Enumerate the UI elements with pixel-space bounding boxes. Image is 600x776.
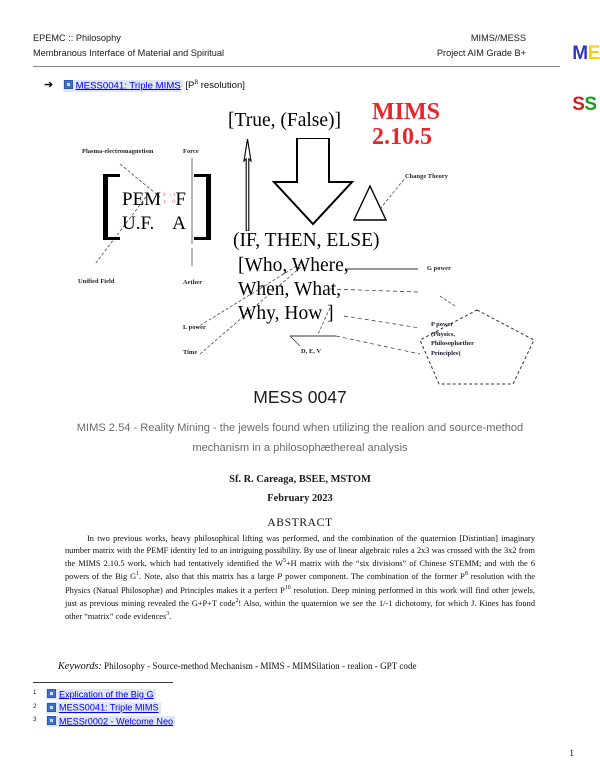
header-right-block: MIMS//MESS Project AIM Grade B+ [437,31,526,61]
matrix-quaternion-numbers: 0 -1 1 0 [163,192,177,205]
resolution-note-post: resolution] [198,80,245,91]
abstract-text-run: . Note, also that this matrix has a larg… [139,572,278,582]
abstract-body: In two previous works, heavy philosophic… [65,533,535,623]
footnote-link-label: MESSr0002 - Welcome Neo [59,716,174,727]
header-org-line: EPEMC :: Philosophy [33,33,121,43]
abstract-footnote-ref: 2 [235,598,239,605]
logo-letter-s1: S [572,94,585,115]
concept-diagram: PEM F U.F. A 0 -1 1 0 P power (Physics, … [0,96,600,386]
abstract-text-run: resolution with the Physics (Natual Phil… [65,572,535,595]
label-dev: D, E, V [301,348,322,355]
matrix-bracket-left [103,174,120,240]
diagram-leader-lines [94,158,456,355]
resolution-note-pre: [P [185,80,195,91]
abstract-footnote-ref: 1 [136,571,140,578]
author-block: Sf. R. Careaga, BSEE, MSTOM February 202… [0,470,600,508]
abstract-text-run: ! Also, within the quaternion we see the… [65,598,535,622]
footnote-link-label: MESS0041: Triple MIMS [59,702,159,713]
abstract-footnote-ref: 8 [464,571,468,578]
header-left-block: EPEMC :: Philosophy Membranous Interface… [33,31,224,61]
pentagon-shape [419,309,535,385]
footnote-link[interactable]: MESS0041: Triple MIMS [46,702,161,714]
link-mess0041-label: MESS0041: Triple MIMS [75,80,181,91]
abstract-footnote-ref: 10 [284,584,291,591]
conditional-text: (IF, THEN, ELSE) [233,230,380,251]
keywords-line: Keywords: Philosophy - Source-method Mec… [58,661,558,672]
label-aether: Aether [183,279,203,286]
abstract-footnote-ref: 5 [282,558,286,565]
page-header: EPEMC :: Philosophy Membranous Interface… [0,0,600,114]
header-project-line: MIMS//MESS [470,33,526,43]
link-mess0041[interactable]: MESS0041: Triple MIMS [62,79,183,92]
label-change-theory: Change Theory [405,173,448,180]
up-arrow-icon [243,139,252,231]
footnote-link-label: Explication of the Big G [59,689,154,699]
publication-date: February 2023 [267,493,333,504]
label-plasma-electromagnetism: Plasma-electromagnetism [82,148,154,155]
abstract-text-run: In two previous works, heavy philosophic… [65,534,535,568]
logo-letter-e: E [587,43,600,64]
label-time: Time [183,349,198,356]
top-reference-line: ➔ MESS0041: Triple MIMS [P8 resolution] [44,78,245,92]
label-unified-field: Unified Field [78,278,115,285]
footnote-number: 1 [33,689,37,696]
abstract-heading: ABSTRACT [267,516,333,529]
footnote-item: 1 Explication of the Big G [33,688,333,700]
footnote-link[interactable]: MESSr0002 - Welcome Neo [46,715,176,728]
link-square-icon [47,702,56,712]
label-l-power: L power [183,324,206,331]
header-divider [33,66,560,67]
logo-letter-s2: S [584,94,597,115]
author-name: Sf. R. Careaga, BSEE, MSTOM [229,474,371,485]
mess-logo: ME SS [534,28,600,130]
down-arrow-icon [272,138,354,226]
resolution-note-exponent: 8 [194,78,199,86]
resolution-note: [P8 resolution] [185,78,245,91]
label-g-power: G power [427,265,451,272]
abstract-footnote-ref: 3 [166,611,170,618]
mims-version-label: MIMS 2.10.5 [372,99,440,150]
header-grade-line: Project AIM Grade B+ [436,48,526,58]
abstract-text-run: +H matrix with the “six divisions” of Ch… [65,558,535,582]
header-org-subtitle: Membranous Interface of Material and Spi… [33,48,224,58]
footnote-list: 1 Explication of the Big G 2 MESS0041: Trip… [33,688,333,729]
link-square-icon [63,80,73,89]
matrix-bracket-right [194,174,211,240]
matrix-contents: PEM F U.F. A [122,189,186,234]
footnote-number: 2 [33,702,37,710]
page-number: 1 [569,748,574,759]
logo-letter-m: M [572,43,588,64]
abstract-emphasis: P [277,572,283,582]
footnote-item: 3 MESSr0002 - Welcome Neo [33,715,333,728]
triangle-icon [352,184,388,221]
abstract-text-run: resolution. Deep mining performed in thi… [65,585,535,608]
page-subtitle: MIMS 2.54 - Reality Mining - the jewels … [76,422,524,454]
link-square-icon [47,689,56,698]
keywords-value: Philosophy - Source-method Mechanism - M… [104,661,417,671]
right-arrow-icon: ➔ [44,79,54,91]
label-force: Force [183,148,199,155]
footnote-item: 2 MESS0041: Triple MIMS [33,702,333,714]
footnote-link[interactable]: Explication of the Big G [46,688,156,700]
keywords-label: Keywords: [58,661,102,672]
pentagon-label: P power (Physics, Philosophæther Princip… [431,321,474,357]
abstract-text-run: power component. The combination of the … [282,572,465,582]
footnote-number: 3 [33,716,37,724]
page-title: MESS 0047 [253,387,347,407]
abstract-text-run: . [169,612,172,622]
footnote-divider [33,682,173,683]
truth-values-text: [True, (False)] [228,110,342,131]
question-words-text: [Who, Where, When, What, Why, How ] [238,255,349,324]
link-square-icon [47,716,56,726]
